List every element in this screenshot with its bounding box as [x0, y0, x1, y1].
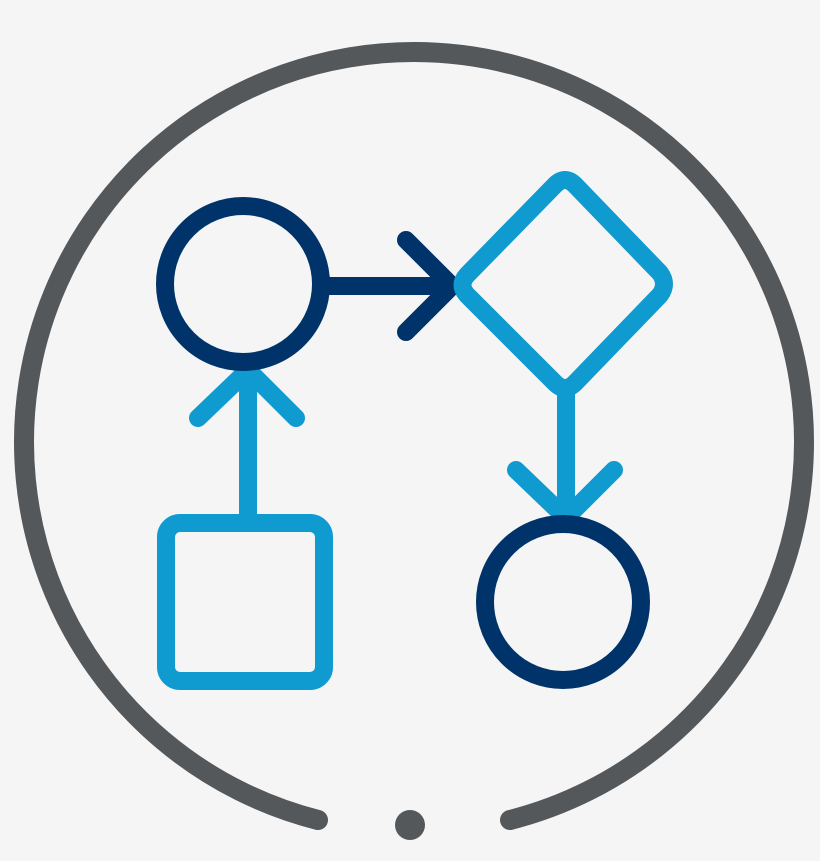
arrow-head [397, 231, 461, 341]
end-circle-node [476, 515, 650, 689]
circle-frame [14, 42, 814, 830]
frame-dot [395, 810, 425, 840]
arrow-start-to-decision [317, 231, 461, 341]
decision-diamond-node [453, 171, 673, 397]
